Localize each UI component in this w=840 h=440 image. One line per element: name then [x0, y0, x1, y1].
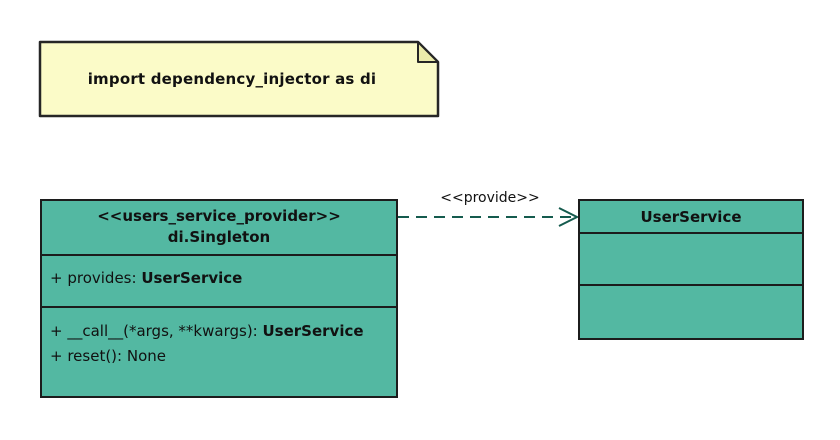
- method-reset-text: + reset(): None: [50, 347, 166, 365]
- provide-relation-label: <<provide>>: [440, 190, 540, 206]
- provider-class-name: di.Singleton: [167, 228, 271, 246]
- note-text: import dependency_injector as di: [87, 70, 377, 88]
- attribute-provides-type: UserService: [141, 269, 243, 287]
- provider-class-box: <<users_service_provider>> di.Singleton …: [40, 199, 398, 398]
- service-class-methods-empty: [580, 286, 802, 338]
- note: import dependency_injector as di: [38, 40, 440, 118]
- note-shape: [38, 40, 440, 118]
- service-class-name: UserService: [640, 208, 742, 226]
- attribute-provides: + provides: UserService: [50, 269, 388, 287]
- method-call: + __call__(*args, **kwargs): UserService: [50, 319, 388, 344]
- provider-class-stereotype: <<users_service_provider>>: [97, 207, 341, 225]
- note-body: [38, 40, 440, 118]
- open-arrowhead-icon: [558, 207, 580, 227]
- service-class-box: UserService: [578, 199, 804, 340]
- provider-class-attributes-section: + provides: UserService: [42, 256, 396, 308]
- method-reset: + reset(): None: [50, 344, 388, 369]
- service-class-attributes-empty: [580, 234, 802, 286]
- method-call-type: UserService: [262, 322, 364, 340]
- provider-class-header: <<users_service_provider>> di.Singleton: [42, 201, 396, 256]
- method-call-text: + __call__(*args, **kwargs):: [50, 322, 263, 340]
- attribute-provides-text: + provides:: [50, 269, 142, 287]
- service-class-header: UserService: [580, 201, 802, 234]
- provider-class-methods-section: + __call__(*args, **kwargs): UserService…: [42, 308, 396, 396]
- note-fold-icon: [417, 41, 439, 63]
- provide-dependency-arrow: [398, 207, 580, 227]
